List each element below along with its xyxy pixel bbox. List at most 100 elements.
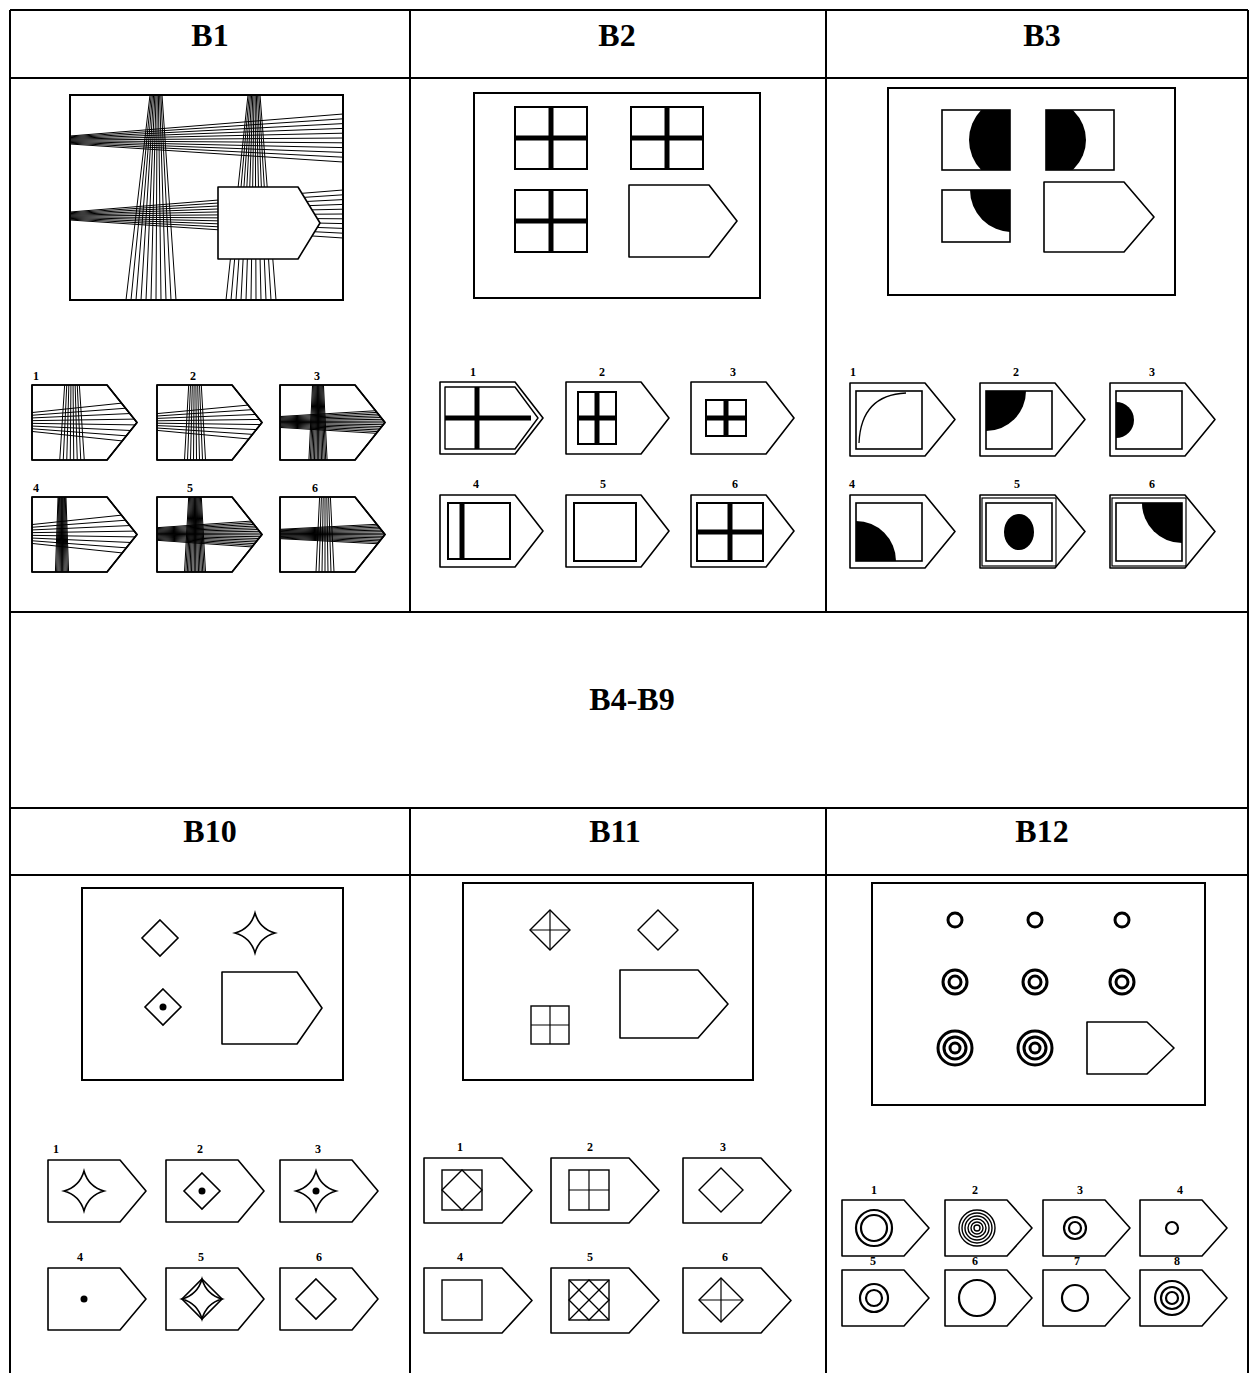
diamond-figure: [442, 1170, 482, 1210]
beam-line: [62, 497, 63, 572]
ring-figure: [866, 1290, 882, 1306]
square-frame: [531, 1006, 569, 1044]
beam-line: [201, 385, 205, 460]
cross-line: [588, 1170, 589, 1210]
beam-line: [32, 531, 137, 533]
beam-line: [188, 385, 191, 460]
beam-line: [280, 530, 385, 532]
option-number: 5: [198, 1251, 204, 1264]
beam-line: [131, 95, 151, 300]
matrix-panel: [70, 95, 343, 300]
beam-line: [280, 417, 385, 419]
cross-bar: [515, 219, 587, 224]
beam-line: [157, 528, 262, 531]
answer-frame: [629, 185, 737, 257]
diamond-figure: [699, 1168, 743, 1212]
answer-frame: [842, 1200, 929, 1256]
diamond-figure: [569, 1280, 609, 1320]
ring-figure: [974, 1225, 980, 1231]
ring-figure: [938, 1031, 972, 1065]
beam-line: [280, 529, 385, 532]
cross-bar: [697, 530, 763, 535]
ring-figure: [1028, 913, 1042, 927]
option-number: 4: [1177, 1184, 1183, 1197]
beam-line: [195, 385, 197, 460]
beam-line: [32, 431, 137, 442]
answer-frame: [218, 187, 320, 259]
ring-figure: [1029, 976, 1041, 988]
square-frame: [856, 503, 922, 561]
ring-figure: [968, 1219, 986, 1237]
answer-frame: [157, 497, 262, 572]
table-rule: [10, 807, 1248, 809]
puzzle-b11: [424, 883, 791, 1333]
star-figure: [182, 1279, 222, 1319]
answer-frame: [280, 1160, 378, 1222]
ring-figure: [948, 913, 962, 927]
option-number: 6: [972, 1255, 978, 1268]
square-frame: [442, 1170, 482, 1210]
ring-figure: [860, 1284, 888, 1312]
square-frame: [942, 190, 1010, 242]
option-number: 3: [315, 1143, 321, 1156]
beam-line: [60, 497, 62, 572]
option-number: 5: [1014, 478, 1020, 491]
ring-figure: [1110, 970, 1134, 994]
beam-line: [280, 416, 385, 419]
answer-frame: [1043, 1200, 1130, 1256]
ring-figure: [959, 1210, 995, 1246]
answer-frame: [1140, 1270, 1227, 1326]
square-frame: [986, 503, 1052, 561]
table-rule: [10, 9, 1248, 11]
ring-figure: [965, 1216, 989, 1240]
matrix-panel: [888, 88, 1175, 295]
option-number: 1: [457, 1141, 463, 1154]
square-frame: [1116, 391, 1182, 449]
option-number: 1: [33, 370, 39, 383]
diamond-figure: [145, 989, 181, 1025]
beam-line: [280, 532, 385, 533]
cross-bar: [631, 136, 703, 141]
diamond-figure: [530, 910, 570, 950]
beam-line: [198, 385, 200, 460]
cross-line: [720, 1278, 721, 1322]
option-number: 7: [1074, 1255, 1080, 1268]
option-number: 8: [1174, 1255, 1180, 1268]
table-header: B2: [598, 18, 635, 53]
option-number: 4: [77, 1251, 83, 1264]
table-rule: [409, 10, 411, 612]
answer-frame: [32, 497, 137, 572]
option-number: 3: [314, 370, 320, 383]
answer-frame: [842, 1270, 929, 1326]
option-number: 6: [312, 482, 318, 495]
ring-figure: [949, 976, 961, 988]
square-frame: [982, 498, 1056, 566]
beam-line: [70, 133, 343, 139]
beam-line: [193, 385, 195, 460]
option-number: 2: [1013, 366, 1019, 379]
answer-frame: [157, 497, 262, 572]
answer-frame: [683, 1268, 791, 1333]
diamond-figure: [184, 1173, 220, 1209]
answer-frame: [424, 1158, 532, 1223]
beam-pattern: [32, 497, 137, 572]
ring-figure: [1069, 1222, 1081, 1234]
square-frame: [1112, 498, 1186, 566]
answer-frame: [1043, 1270, 1130, 1326]
cross-line: [549, 910, 550, 950]
beam-pattern: [157, 385, 262, 460]
beam-line: [32, 413, 137, 418]
answer-frame: [551, 1268, 659, 1333]
beam-line: [70, 385, 72, 460]
beam-line: [280, 533, 385, 534]
beam-line: [70, 142, 343, 152]
option-number: 3: [720, 1141, 726, 1154]
beam-pattern: [70, 95, 343, 300]
option-number: 6: [722, 1251, 728, 1264]
beam-line: [156, 95, 157, 300]
table-rule: [10, 77, 1248, 79]
table-header: B10: [183, 814, 236, 849]
beam-line: [157, 419, 262, 420]
answer-frame: [280, 497, 385, 572]
arc-segment: [859, 393, 906, 443]
